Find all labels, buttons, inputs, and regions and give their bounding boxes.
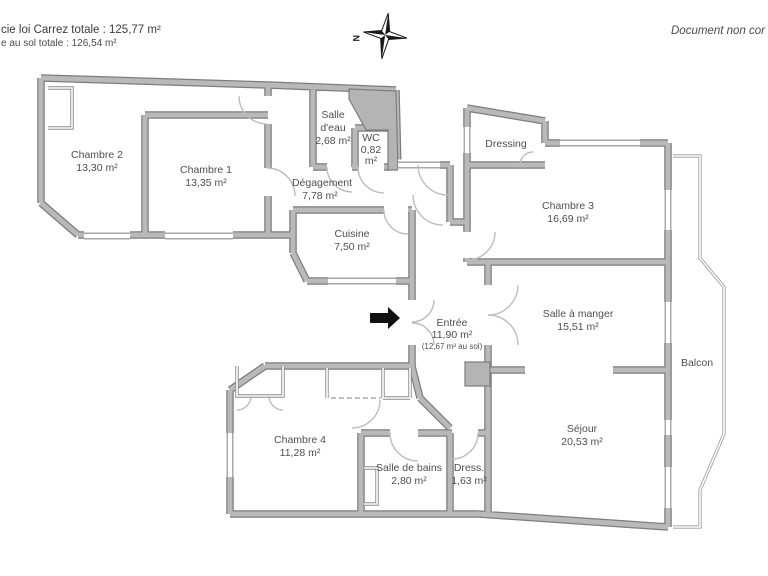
door-arc: [487, 284, 519, 316]
room-area-salle-a-manger: 15,51 m²: [557, 321, 599, 333]
room-area-cuisine: 7,50 m²: [334, 241, 370, 253]
room-area-chambre2: 13,30 m²: [76, 162, 118, 174]
room-label-degagement: Dégagement: [292, 177, 352, 189]
room-area-dress: 1,63 m²: [451, 475, 487, 487]
walls: [41, 78, 668, 527]
door-arc: [238, 95, 268, 125]
room-area-wc-2: m²: [365, 155, 378, 167]
room-area-sejour: 20,53 m²: [561, 436, 603, 448]
north-label: N: [351, 35, 361, 42]
floor-total-text: e au sol totale : 126,54 m²: [1, 38, 117, 49]
room-labels: Chambre 2 13,30 m² Chambre 1 13,35 m² Sa…: [71, 109, 713, 487]
door-arc: [411, 299, 435, 323]
window: [560, 137, 640, 149]
window: [224, 433, 236, 477]
room-label-sejour: Séjour: [567, 423, 598, 435]
duct-wall-mass: [348, 88, 399, 171]
door-arc: [326, 166, 353, 193]
door-arc: [236, 395, 252, 411]
room-label-chambre2: Chambre 2: [71, 149, 123, 161]
door-arc: [411, 322, 435, 346]
room-area-chambre1: 13,35 m²: [185, 177, 227, 189]
door-arc: [412, 194, 444, 226]
window: [662, 190, 674, 230]
window: [84, 230, 130, 242]
window: [662, 302, 674, 343]
room-label-salle-a-manger: Salle à manger: [543, 308, 614, 320]
room-area-chambre4: 11,28 m²: [280, 447, 321, 459]
balcony-railing: [671, 154, 726, 529]
room-area-entree-floor: (12,67 m² au sol): [422, 342, 483, 351]
room-label-salle-de-bains: Salle de bains: [376, 462, 442, 474]
room-label-dress: Dress.: [454, 462, 484, 474]
window: [662, 420, 674, 435]
room-label-chambre3: Chambre 3: [542, 200, 594, 212]
door-arc: [487, 314, 519, 346]
room-label-salle-deau: Salle: [321, 109, 345, 121]
room-label-dressing: Dressing: [485, 138, 527, 150]
compass-icon: [363, 13, 408, 59]
entry-closet-block: [464, 361, 491, 387]
room-area-wc: 0,82: [361, 144, 382, 156]
room-label-entree: Entrée: [437, 317, 468, 329]
room-area-chambre3: 16,69 m²: [547, 213, 589, 225]
door-arc: [357, 166, 385, 194]
room-area-salle-deau: 2,68 m²: [315, 135, 351, 147]
document-note-text: Document non cor: [671, 25, 766, 37]
window: [165, 230, 233, 242]
door-arc: [351, 399, 381, 429]
windows: [84, 127, 674, 508]
room-label-wc: WC: [362, 132, 380, 144]
door-arc: [519, 151, 534, 166]
room-area-degagement: 7,78 m²: [302, 190, 338, 202]
door-arc: [383, 209, 409, 235]
door-arc: [389, 432, 419, 462]
door-arc: [451, 432, 479, 460]
room-area-salle-de-bains: 2,80 m²: [391, 475, 427, 487]
window: [328, 275, 396, 287]
entrance-arrow-icon: [370, 307, 400, 329]
room-label-chambre4: Chambre 4: [274, 434, 326, 446]
room-area-entree: 11,90 m²: [432, 329, 473, 341]
room-label-chambre1: Chambre 1: [180, 164, 232, 176]
door-arc: [268, 395, 284, 411]
doors: [236, 95, 534, 462]
door-arc: [466, 231, 496, 261]
room-label-salle-deau-2: d'eau: [320, 122, 346, 134]
room-label-balcon: Balcon: [681, 357, 713, 369]
carrez-total-text: cie loi Carrez totale : 125,77 m²: [1, 24, 161, 36]
window: [461, 127, 473, 153]
window: [662, 467, 674, 508]
door-arc: [266, 167, 296, 197]
door-arc: [417, 164, 449, 196]
room-label-cuisine: Cuisine: [334, 228, 369, 240]
window: [398, 159, 440, 171]
